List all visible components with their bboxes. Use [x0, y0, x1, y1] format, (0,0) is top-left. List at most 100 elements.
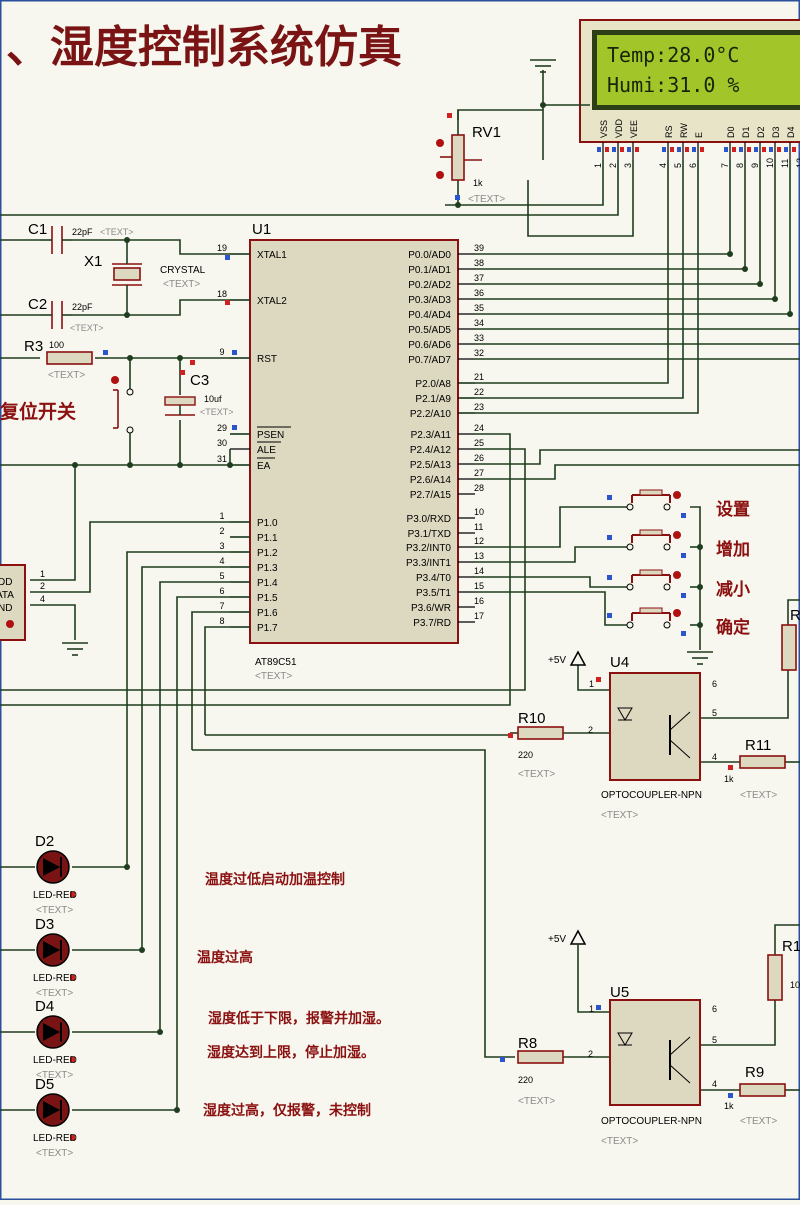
mcu-pin-num: 6	[219, 586, 224, 596]
mcu-pin-name: P1.7	[257, 623, 278, 634]
r10-text: <TEXT>	[518, 769, 555, 780]
button-label: 确定	[716, 617, 750, 638]
svg-text:6: 6	[712, 1004, 717, 1014]
svg-text:4: 4	[712, 1079, 717, 1089]
mcu-pin-name: P2.0/A8	[415, 379, 451, 390]
mcu-pin-num: 37	[474, 273, 484, 283]
mcu-pin-name: P3.5/T1	[416, 588, 451, 599]
c1-ref: C1	[28, 221, 47, 238]
lcd-pin-name: VDD	[614, 118, 624, 138]
r11-text: <TEXT>	[740, 790, 777, 801]
note-temp-high: 温度过高	[197, 949, 253, 966]
mcu-pin-num: 1	[219, 511, 224, 521]
mcu-u1: U1 AT89C51 <TEXT> 19XTAL118XTAL29RST29PS…	[217, 221, 484, 682]
resistor-right-upper: R	[781, 607, 800, 671]
opto-u4: U4 OPTOCOUPLER-NPN <TEXT> +5V 12 654	[548, 650, 717, 821]
r3-value: 100	[49, 340, 64, 350]
note-humidity-low: 湿度低于下限，报警并加湿。	[208, 1010, 390, 1027]
mcu-pin-name: P0.1/AD1	[408, 265, 451, 276]
lcd-pin-num: 7	[720, 163, 730, 168]
capacitor-c1: C1 22pF <TEXT>	[28, 221, 134, 254]
mcu-pin-num: 32	[474, 348, 484, 358]
lcd-module: Temp:28.0°C Humi:31.0 % VSS1VDD2VEE3RS4R…	[579, 19, 800, 168]
c2-text: <TEXT>	[70, 323, 104, 333]
button-label: 增加	[716, 539, 750, 560]
u4-part: OPTOCOUPLER-NPN	[601, 790, 702, 801]
mcu-pin-num: 8	[219, 616, 224, 626]
svg-text:2: 2	[588, 725, 593, 735]
mcu-pin-name: P2.7/A15	[410, 490, 452, 501]
mcu-pin-name: ALE	[257, 445, 276, 456]
reset-switch[interactable]	[111, 376, 134, 440]
mcu-pin-name: EA	[257, 461, 271, 472]
lcd-pin-num: 4	[658, 163, 668, 168]
u5-ref: U5	[610, 984, 629, 1001]
svg-text:4: 4	[712, 752, 717, 762]
mcu-pin-num: 26	[474, 453, 484, 463]
mcu-pin-num: 5	[219, 571, 224, 581]
svg-text:2: 2	[588, 1049, 593, 1059]
r9-value: 1k	[724, 1101, 734, 1111]
led-text: <TEXT>	[36, 1070, 73, 1081]
lcd-pin-num: 10	[765, 158, 775, 168]
lcd-pin-num: 6	[688, 163, 698, 168]
mcu-pin-num: 18	[217, 289, 227, 299]
mcu-pin-name: P3.6/WR	[411, 603, 451, 614]
mcu-pin-num: 12	[474, 536, 484, 546]
lcd-pin-name: E	[694, 132, 704, 138]
lcd-pin-num: 12	[795, 158, 800, 168]
svg-text:5: 5	[712, 708, 717, 718]
c2-value: 22pF	[72, 302, 93, 312]
potentiometer-rv1[interactable]: RV1 1k <TEXT>	[436, 110, 505, 205]
mcu-pin-num: 2	[219, 526, 224, 536]
mcu-pin-name: P3.4/T0	[416, 573, 451, 584]
r3-text: <TEXT>	[48, 370, 85, 381]
led-ref: D4	[35, 998, 54, 1015]
push-button[interactable]	[607, 569, 686, 598]
note-heating: 温度过低启动加温控制	[205, 871, 345, 888]
led-part: LED-RED	[33, 1055, 77, 1066]
push-button[interactable]	[607, 607, 686, 636]
push-button[interactable]	[607, 489, 686, 518]
mcu-pin-num: 19	[217, 243, 227, 253]
svg-text:1: 1	[40, 569, 45, 579]
mcu-pin-name: P1.0	[257, 518, 278, 529]
mcu-pin-name: P2.3/A11	[411, 430, 452, 441]
note-alarm-only: 湿度过高，仅报警，未控制	[203, 1102, 371, 1119]
led-ref: D5	[35, 1076, 54, 1093]
mcu-pin-name: P3.2/INT0	[406, 543, 451, 554]
r8-ref: R8	[518, 1035, 537, 1052]
led-red	[36, 850, 75, 897]
lcd-pin-num: 8	[735, 163, 745, 168]
r8-value: 220	[518, 1075, 533, 1085]
resistor-r3: R3 100 <TEXT>	[24, 338, 93, 381]
resistor-r9: R9 1k <TEXT>	[724, 1064, 786, 1127]
mcu-pin-name: P1.5	[257, 593, 278, 604]
dht-sensor: DD ATA ND 1 2 4	[0, 564, 45, 641]
mcu-pin-name: P0.5/AD5	[408, 325, 451, 336]
mcu-pin-name: XTAL2	[257, 296, 287, 307]
ground-symbol-top	[530, 59, 556, 73]
lcd-pin-num: 11	[780, 159, 790, 168]
mcu-pin-num: 24	[474, 423, 484, 433]
mcu-pin-num: 10	[474, 507, 484, 517]
r10-value: 220	[518, 750, 533, 760]
lcd-pin-name: VEE	[629, 120, 639, 138]
right-upper-ref: R	[790, 607, 800, 624]
r9-ref: R9	[745, 1064, 764, 1081]
mcu-pin-name: P2.1/A9	[415, 394, 451, 405]
mcu-pin-name: P0.3/AD3	[408, 295, 451, 306]
led-ref: D3	[35, 916, 54, 933]
push-button[interactable]	[607, 529, 686, 558]
svg-text:2: 2	[40, 581, 45, 591]
mcu-pin-name: P0.2/AD2	[408, 280, 451, 291]
u5-vcc: +5V	[548, 934, 566, 945]
mcu-text: <TEXT>	[255, 671, 292, 682]
led-part: LED-RED	[33, 890, 77, 901]
capacitor-c2: C2 22pF <TEXT>	[28, 296, 104, 333]
button-label: 设置	[716, 500, 750, 520]
led-text: <TEXT>	[36, 1148, 73, 1159]
u5-part: OPTOCOUPLER-NPN	[601, 1116, 702, 1127]
